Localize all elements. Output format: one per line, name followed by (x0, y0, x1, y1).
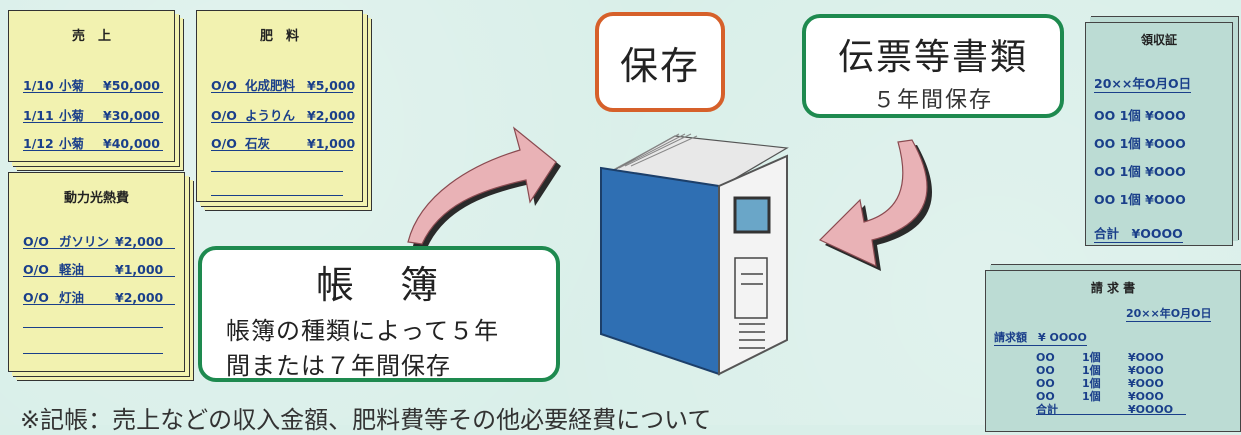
ledger-blank-line (211, 171, 343, 172)
receipt-card: 領収証 20××年O月O日 OO 1個 ¥OOO OO 1個 ¥OOO OO 1… (1085, 22, 1233, 246)
books-body-line1: 帳簿の種類によって５年 (226, 317, 500, 345)
invoice-total-row: 合計¥OOOO (1036, 401, 1186, 416)
books-body-line2: 間または７年間保存 (226, 352, 451, 380)
storage-label: 保存 (619, 43, 700, 88)
books-title: 帳 簿 (315, 263, 442, 307)
receipt-line: OO 1個 ¥OOO (1094, 136, 1186, 151)
ledger-blank-line (211, 195, 343, 196)
vouchers-body: ５年間保存 (872, 88, 993, 113)
receipt-total: 合計 ¥OOOO (1094, 223, 1183, 243)
ledger-title: 売 上 (71, 29, 111, 44)
invoice-date: 20××年O月O日 (1126, 307, 1212, 322)
books-callout: 帳 簿 帳簿の種類によって５年 間または７年間保存 (198, 246, 560, 382)
receipt-line: OO 1個 ¥OOO (1094, 164, 1186, 179)
vouchers-title: 伝票等書類 (837, 37, 1028, 78)
invoice-title: 請 求 書 (1090, 281, 1136, 295)
ledger-blank-line (23, 353, 163, 354)
receipt-date: 20××年O月O日 (1094, 73, 1192, 93)
ledger-blank-line (23, 327, 163, 328)
receipt-line: OO 1個 ¥OOO (1094, 108, 1186, 123)
storage-callout: 保存 (595, 12, 725, 112)
receipt-line: OO 1個 ¥OOO (1094, 192, 1186, 207)
ledger-title: 動力光熱費 (63, 191, 129, 206)
vouchers-callout: 伝票等書類 ５年間保存 (802, 14, 1064, 118)
invoice-amount: 請求額 ¥ OOOO (994, 331, 1087, 346)
binder-icon (600, 133, 789, 376)
receipt-title: 領収証 (1140, 33, 1177, 47)
footnote-text: ※記帳：売上などの収入金額、肥料費等その他必要経費について (20, 406, 712, 434)
ledger-title: 肥 料 (259, 29, 299, 44)
